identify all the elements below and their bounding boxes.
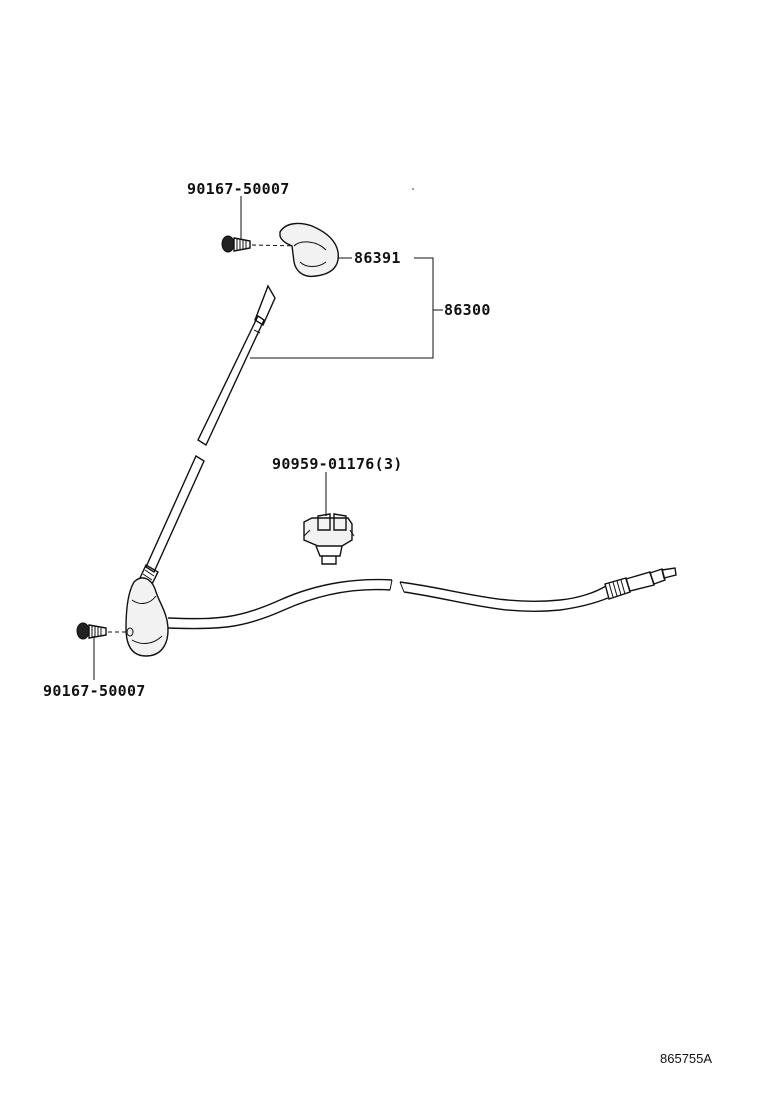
diagram-id: 865755A bbox=[660, 1051, 712, 1066]
label-cover: 86391 bbox=[354, 249, 401, 267]
antenna-mast-lower[interactable] bbox=[139, 454, 205, 585]
label-clamp: 90959-01176(3) bbox=[272, 455, 403, 473]
cable-connector[interactable] bbox=[604, 567, 677, 600]
label-screw-bottom: 90167-50007 bbox=[43, 682, 146, 700]
antenna-base[interactable] bbox=[125, 577, 169, 657]
antenna-mast-upper[interactable] bbox=[197, 284, 276, 447]
antenna-cable[interactable] bbox=[167, 578, 609, 630]
label-screw-top: 90167-50007 bbox=[187, 180, 290, 198]
bracket-assembly bbox=[250, 257, 443, 359]
cable-clamp[interactable] bbox=[303, 513, 355, 565]
label-antenna-assembly: 86300 bbox=[444, 301, 491, 319]
print-dot bbox=[412, 188, 414, 190]
screw-bottom[interactable] bbox=[76, 622, 128, 640]
screw-top[interactable] bbox=[221, 235, 301, 253]
antenna-cover[interactable] bbox=[279, 222, 339, 278]
